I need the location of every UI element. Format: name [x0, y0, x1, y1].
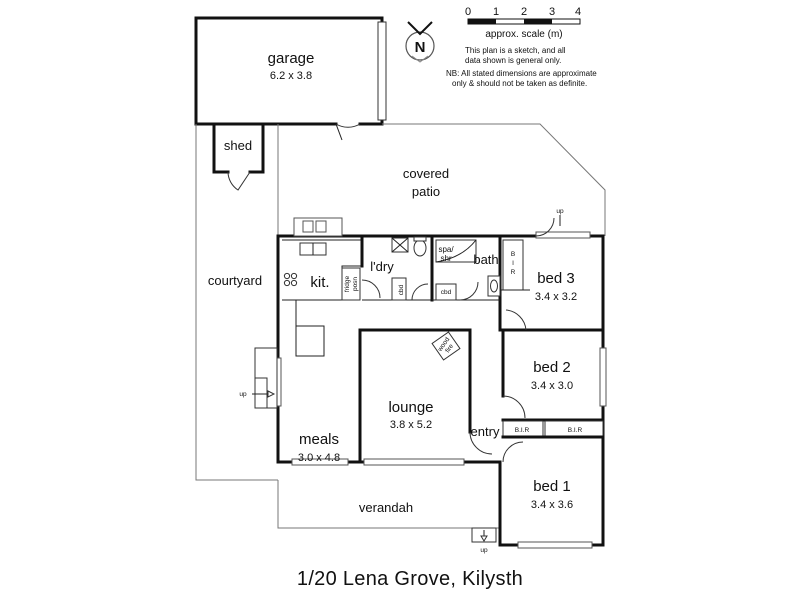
- cooktop: [283, 272, 298, 287]
- bed3-door: [505, 309, 527, 331]
- garage-side-door: [335, 123, 361, 128]
- laundry-door: [361, 279, 381, 299]
- scale-tick-2: 2: [521, 6, 527, 18]
- shed-label: shed: [224, 138, 252, 153]
- lounge-walls: [358, 328, 472, 464]
- bed1-door: [502, 441, 524, 463]
- kitchen-benches: [282, 239, 363, 357]
- shed-door: [227, 171, 251, 191]
- verandah-steps: [471, 527, 497, 543]
- scale-tick-1: 1: [493, 6, 499, 18]
- scale-tick-3: 3: [549, 6, 555, 18]
- verandah-label: verandah: [359, 500, 413, 515]
- entry-label: entry: [471, 424, 500, 439]
- bed2-dims: 3.4 x 3.0: [531, 380, 573, 392]
- shed-structure: [212, 122, 265, 191]
- bed3-robe-label-i: I: [512, 260, 514, 267]
- bed3-walls: [498, 217, 605, 332]
- bir-right-label: B.I.R: [568, 427, 583, 434]
- bed3-robe-label-r: R: [511, 269, 516, 276]
- bed3-label: bed 3: [537, 270, 575, 287]
- lounge-window-south: [363, 458, 465, 466]
- laundry-walls: [360, 234, 432, 301]
- bathroom-walls: [430, 234, 501, 302]
- note-line1: This plan is a sketch, and all: [465, 46, 566, 55]
- scale-label: approx. scale (m): [485, 29, 562, 40]
- bath-label: bath: [473, 252, 498, 267]
- bed1-window: [517, 541, 593, 549]
- spa-label-line2: shr: [440, 254, 451, 263]
- lounge-dims: 3.8 x 5.2: [390, 419, 432, 431]
- bed2-window: [599, 347, 607, 407]
- fridge-label-line2: posn: [352, 277, 359, 291]
- fridge-label-line1: fridge: [344, 275, 351, 292]
- toilet: [413, 239, 427, 257]
- note-line3: NB: All stated dimensions are approximat…: [446, 69, 597, 78]
- sink-bowl-right: [315, 220, 327, 233]
- north-compass-icon: [405, 21, 435, 63]
- bir-left-label: B.I.R: [515, 427, 530, 434]
- meals-label: meals: [299, 431, 339, 448]
- wood-fire-label-line2: fire: [444, 343, 455, 355]
- bath-cbd-label: cbd: [441, 289, 452, 296]
- bath-cupboard: [435, 283, 457, 301]
- garage-structure: [194, 16, 387, 141]
- plan-title: 1/20 Lena Grove, Kilysth: [297, 568, 523, 590]
- sink-bowl-left: [302, 220, 314, 233]
- note-line2: data shown is general only.: [465, 56, 561, 65]
- bed3-robe-label-b: B: [511, 251, 515, 258]
- scale-bar: [467, 18, 581, 25]
- patio-door: [535, 217, 555, 237]
- wood-fire: [431, 331, 461, 361]
- meals-window-south: [291, 458, 349, 466]
- patio-up-marker: up: [556, 208, 564, 215]
- courtyard-up-marker: up: [239, 391, 247, 398]
- scale-tick-4: 4: [575, 6, 581, 18]
- laundry-label: l'dry: [370, 259, 394, 274]
- spa-label-line1: spa/: [438, 245, 454, 254]
- courtyard-label: courtyard: [208, 273, 262, 288]
- garage-label: garage: [268, 50, 315, 67]
- lounge-label: lounge: [388, 399, 433, 416]
- garage-door: [377, 21, 387, 121]
- note-line4: only & should not be taken as definite.: [452, 79, 587, 88]
- bath-door: [459, 281, 479, 301]
- covered-patio-label-line2: patio: [412, 184, 440, 199]
- bed1-label: bed 1: [533, 478, 571, 495]
- bed1-walls: [502, 441, 524, 463]
- meals-dims: 3.0 x 4.8: [298, 452, 340, 464]
- covered-patio-label-line1: covered: [403, 166, 449, 181]
- laundry-cupboard: [391, 277, 407, 301]
- bed1-dims: 3.4 x 3.6: [531, 499, 573, 511]
- entry-door: [469, 431, 493, 455]
- bed3-dims: 3.4 x 3.2: [535, 291, 577, 303]
- site-boundary: [195, 123, 606, 529]
- verandah-up-marker: up: [480, 547, 488, 554]
- bed2-label: bed 2: [533, 359, 571, 376]
- kitchen-label: kit.: [310, 274, 329, 291]
- bed3-window: [535, 231, 591, 239]
- wc-door: [411, 283, 429, 301]
- scale-tick-0: 0: [465, 6, 471, 18]
- bed2-door: [502, 395, 526, 419]
- laundry-cbd-label: cbd: [398, 284, 405, 295]
- courtyard-steps: [252, 347, 278, 409]
- bed2-walls: [501, 328, 605, 439]
- compass-letter: N: [415, 39, 426, 56]
- garage-dims: 6.2 x 3.8: [270, 70, 312, 82]
- fridge-space: [341, 267, 361, 301]
